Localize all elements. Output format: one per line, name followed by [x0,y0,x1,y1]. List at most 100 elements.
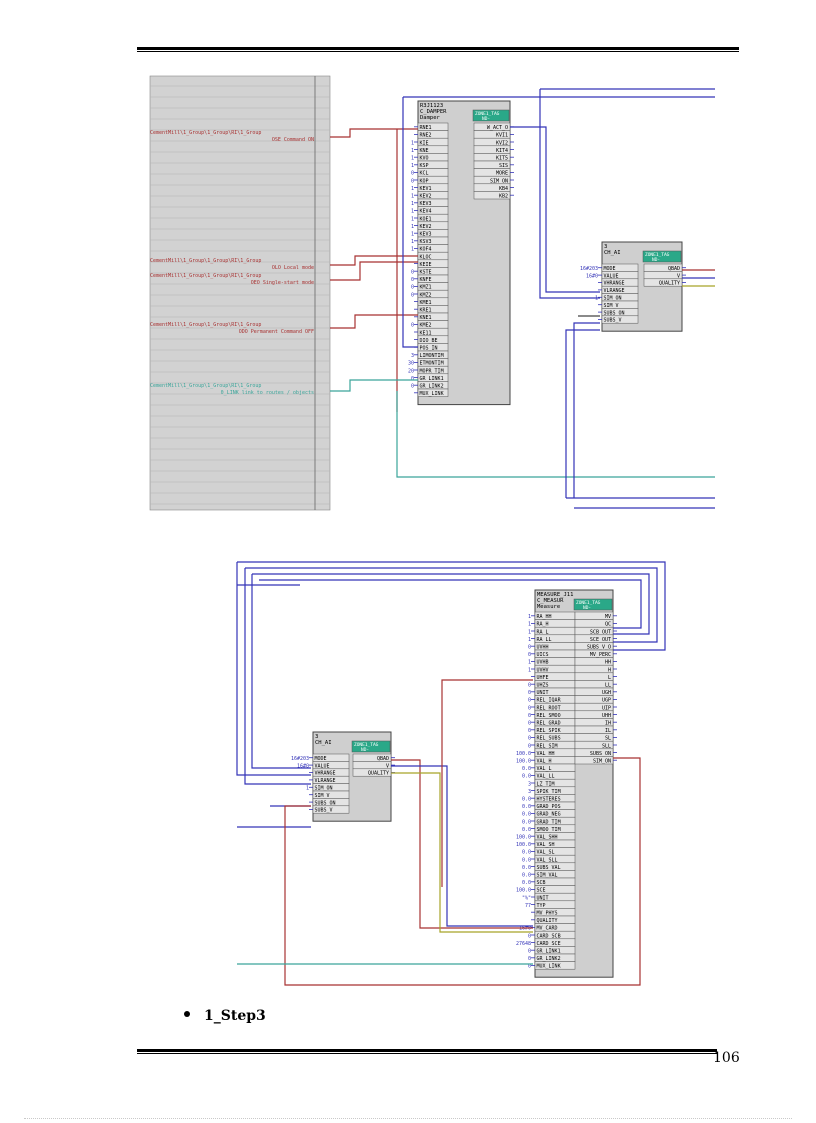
ch-ai-2-out-qbad: QBAD [377,756,389,762]
measure-tag-sub: ND- [583,605,591,611]
damper-in-kre1: KRE1 [420,308,432,314]
measure-in-mv_card: MV_CARD [537,926,558,932]
wire-blue-pos [402,97,418,348]
ch-ai-2-in-vlrange: VLRANGE [315,778,336,784]
ch-ai-2-in-val: 16#0 [297,763,309,769]
damper-subtitle: Damper [420,115,441,121]
ch-ai-1-out-v: V [677,273,680,279]
ch-ai-2-in-val: 1 [306,786,309,792]
wire-red-uhfe [441,679,533,887]
damper-in-val: 1 [411,216,414,222]
measure-in-val: 0.0 [522,774,531,780]
damper-in-kmz1: KMZ1 [420,285,432,291]
measure-in-grad_neg: GRAD_NEG [537,812,561,818]
damper-in-val: 0 [411,178,414,184]
measure-in-val: 0.0 [522,797,531,803]
measure-in-val_hh: VAL_HH [537,751,555,757]
damper-in-kste: KSTE [420,270,432,276]
measure-out-ll: LL [605,683,611,689]
measure-in-val: 0 [528,956,531,962]
measure-tag: ZONE1_TAG [576,600,601,606]
measure-in-val: 0 [528,933,531,939]
measure-in-val: 27648 [516,941,531,947]
measure-out-sim_on: SIM_ON [593,759,611,765]
damper-in-val: 30 [408,361,414,367]
measure-in-uhzs: UHZS [537,683,549,689]
ch-ai-2-in-subs_v: SUBS_V [315,808,333,814]
damper-in-gr_link1: GR_LINK1 [420,376,444,382]
measure-in-val: 16#0 [519,926,531,932]
measure-in-val: 0.0 [522,850,531,856]
damper-in-rne2: RNE2 [420,133,432,139]
measure-in-sim_val: SIM_VAL [537,873,558,879]
ch-ai-1-in-vlrange: VLRANGE [604,288,625,294]
measure-in-val: 0.0 [522,804,531,810]
bullet-item: 1_Step3 [184,1008,266,1024]
bottom-rule [137,1049,717,1052]
damper-in-kcl: KCL [420,171,429,177]
damper-in-val: 1 [411,140,414,146]
measure-in-rel_grad: REL_GRAD [537,721,561,727]
damper-in-val: 0 [411,277,414,283]
damper-tag-box [472,109,510,122]
measure-in-val: 0.0 [522,880,531,886]
sheet-ref-label: CementMill\1_Group\1_Group\RI\1_Group [150,130,261,136]
measure-in-sce: SCE [537,888,546,894]
wire-olive-quality2 [391,772,533,933]
measure-in-rel_smoo: REL_SMOO [537,713,561,719]
measure-in-val: 0 [528,652,531,658]
measure-in-val_l: VAL_L [537,766,552,772]
wire-red-oeo [330,261,418,281]
measure-out-uip: UIP [602,705,611,711]
ch-ai-1-in-val: 16#203 [580,266,598,272]
ch-ai-2-tag: ZONE1_TAG [354,742,379,748]
sheet-ref-note: 0_LINK link to routes / objects [221,390,314,396]
ch-ai-2-in-subs_on: SUBS_ON [315,800,336,806]
damper-in-kmz2: KMZ2 [420,292,432,298]
ch-ai-1-in-subs_on: SUBS_ON [604,310,625,316]
measure-in-val: 100.0 [516,842,531,848]
damper-out-sis: SIS [499,163,508,169]
measure-in-val_h: VAL_H [537,759,552,765]
measure-out-l: L [608,675,611,681]
damper-in-val: 0 [411,323,414,329]
measure-out-ugp: UGP [602,698,611,704]
damper-in-dio_be: DIO_BE [420,338,438,344]
wire-blue-wact [510,126,600,293]
damper-in-kev3: KEV3 [420,232,432,238]
measure-in-val: 0.0 [522,827,531,833]
damper-in-ksp: KSP [420,163,429,169]
damper-in-gr_link2: GR_LINK2 [420,384,444,390]
damper-in-kev2: KEV2 [420,194,432,200]
measure-in-val: 0 [528,743,531,749]
measure-out-h: H [608,667,611,673]
sheet-ref-note: OLO Local mode [272,265,314,271]
measure-out-mv_perc: MV_PERC [590,652,611,658]
measure-out-ih: IH [605,721,611,727]
measure-in-unit: UNIT [537,690,549,696]
wire-teal-out [396,391,715,478]
wire-blue-value2 [251,574,311,769]
damper-in-kne1: KNE1 [420,315,432,321]
damper-out-w_act_o: W_ACT_O [487,125,508,131]
damper-in-val: 1 [411,232,414,238]
measure-out-sce_out: SCE_OUT [590,637,611,643]
measure-in-val_sh: VAL_SH [537,842,555,848]
damper-in-koe1: KOE1 [420,216,432,222]
sheet-ref-note: OEO Single-start mode [251,280,314,286]
ch-ai-1-tag-sub: ND- [652,257,660,263]
ch-ai-2-out-v: V [386,763,389,769]
measure-in-val: 0 [528,964,531,970]
measure-in-val_shh: VAL_SHH [537,835,558,841]
measure-in-subs_val: SUBS_VAL [537,865,561,871]
measure-out-mv: MV [605,614,611,620]
damper-in-kme2: KME2 [420,323,432,329]
wire-blue-loop3 [252,573,650,635]
measure-in-uvhb: UVHB [537,660,549,666]
measure-in-val: 0 [528,728,531,734]
measure-in-val: 0 [528,949,531,955]
ch-ai-1-tag-box [642,250,682,263]
ch-ai-2-type: CH_AI [315,740,332,746]
measure-in-ra_ll: RA_LL [537,637,552,643]
measure-in-val: 100.0 [516,759,531,765]
